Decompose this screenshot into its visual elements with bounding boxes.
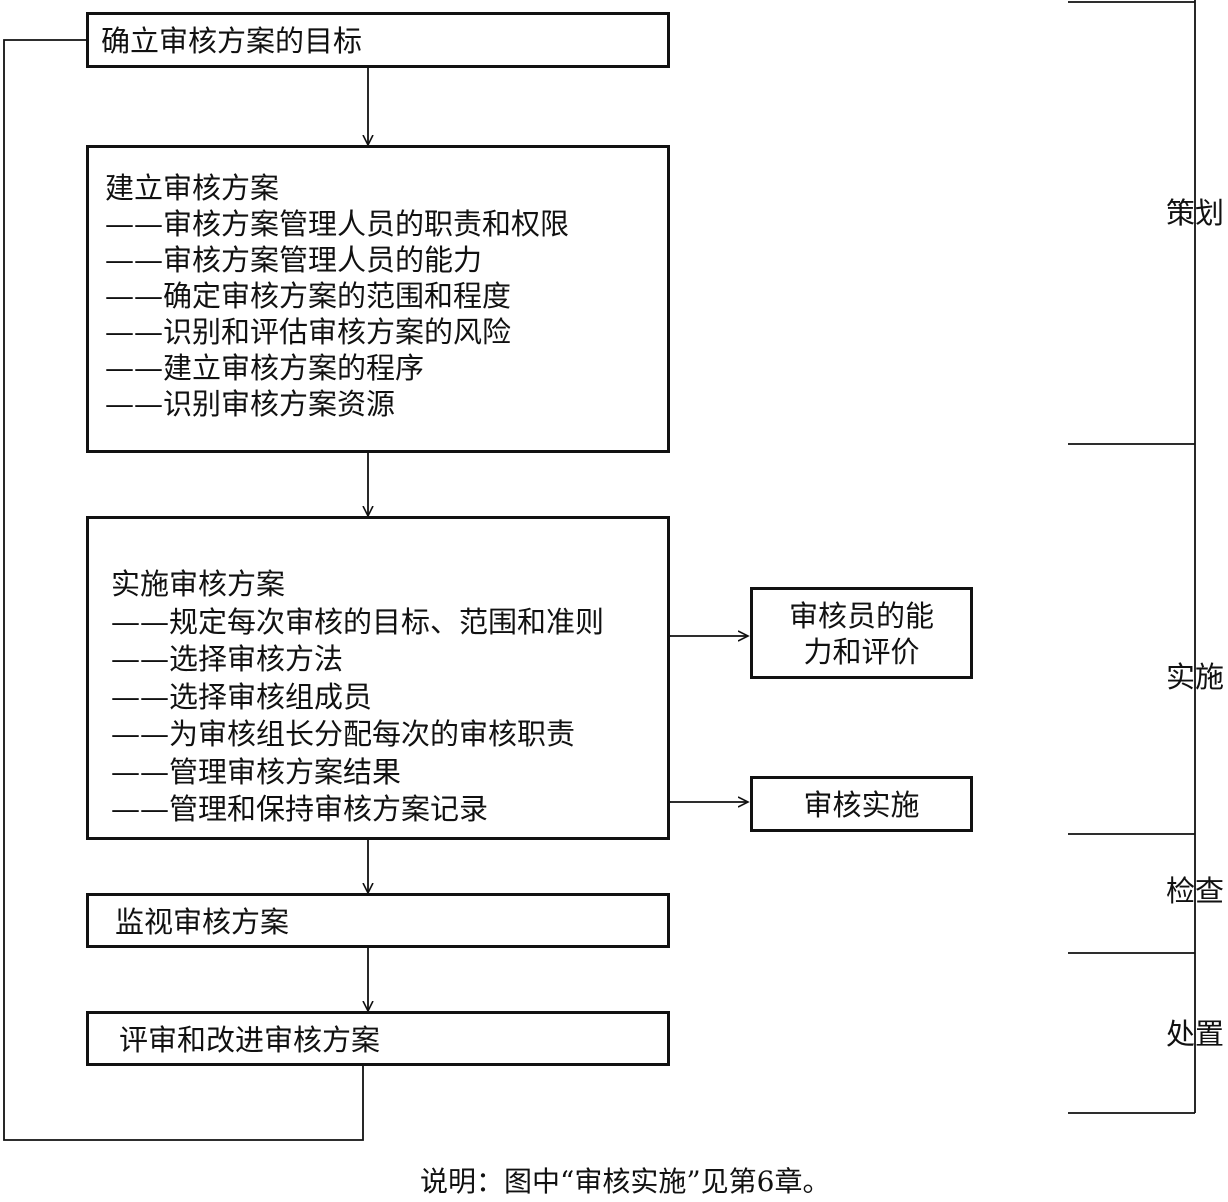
establish-item: ——识别审核方案资源	[105, 387, 396, 421]
establish-item: ——审核方案管理人员的能力	[105, 243, 483, 277]
establish-box: 建立审核方案 ——审核方案管理人员的职责和权限 ——审核方案管理人员的能力 ——…	[86, 145, 670, 453]
establish-item: ——建立审核方案的程序	[105, 351, 425, 385]
auditor-competence-text: 审核员的能 力和评价	[753, 598, 970, 670]
establish-item: ——识别和评估审核方案的风险	[105, 315, 512, 349]
audit-performance-label: 审核实施	[803, 788, 920, 822]
implement-item: ——为审核组长分配每次的审核职责	[111, 717, 576, 751]
audit-performance-box: 审核实施	[750, 776, 973, 832]
phase-label-do: 实施	[1166, 660, 1225, 694]
establish-title: 建立审核方案	[105, 171, 280, 205]
phase-label-plan: 策划	[1166, 196, 1225, 230]
establish-item: ——确定审核方案的范围和程度	[105, 279, 512, 313]
establish-text: 建立审核方案 ——审核方案管理人员的职责和权限 ——审核方案管理人员的能力 ——…	[105, 170, 569, 422]
implement-item: ——选择审核组成员	[111, 679, 373, 714]
implement-title: 实施审核方案	[111, 567, 286, 601]
implement-box: 实施审核方案 ——规定每次审核的目标、范围和准则 ——选择审核方法 ——选择审核…	[86, 516, 670, 840]
auditor-competence-line1: 审核员的能	[788, 599, 934, 633]
implement-text: 实施审核方案 ——规定每次审核的目标、范围和准则 ——选择审核方法 ——选择审核…	[111, 566, 604, 829]
monitor-label: 监视审核方案	[115, 905, 290, 939]
phase-label-check: 检查	[1166, 874, 1225, 908]
establish-item: ——审核方案管理人员的职责和权限	[105, 207, 570, 241]
implement-item: ——选择审核方法	[111, 642, 344, 676]
phase-label-act: 处置	[1166, 1017, 1225, 1051]
footnote: 说明：图中“审核实施”见第6章。	[420, 1165, 831, 1198]
review-box: 评审和改进审核方案	[86, 1011, 670, 1066]
feedback-loop-line	[3, 39, 364, 1141]
review-label: 评审和改进审核方案	[119, 1023, 381, 1057]
implement-item: ——规定每次审核的目标、范围和准则	[111, 604, 605, 639]
implement-item: ——管理和保持审核方案记录	[111, 792, 489, 826]
objectives-label: 确立审核方案的目标	[101, 24, 363, 58]
phase-bracket	[1068, 0, 1196, 1114]
auditor-competence-line2: 力和评价	[803, 635, 920, 669]
auditor-competence-box: 审核员的能 力和评价	[750, 587, 973, 679]
monitor-box: 监视审核方案	[86, 893, 670, 948]
objectives-box: 确立审核方案的目标	[86, 12, 670, 68]
implement-item: ——管理审核方案结果	[111, 754, 402, 789]
